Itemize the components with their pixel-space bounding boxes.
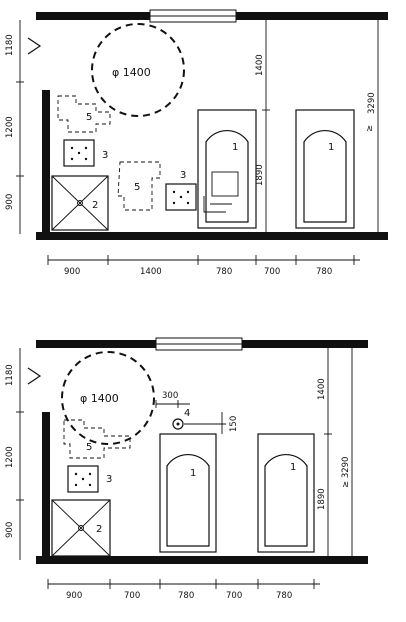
svg-text:≥ 3290: ≥ 3290 [341,457,351,488]
plan-bottom: φ 1400 1 1 4 300 150 [5,337,368,601]
top-clearance-b: 5 [117,161,161,211]
bottom-wall-bottom [36,556,368,564]
svg-text:900: 900 [5,522,15,538]
svg-text:1400: 1400 [255,54,265,76]
svg-text:900: 900 [66,591,82,601]
bottom-shower: 2 [51,499,111,557]
svg-text:1: 1 [232,142,238,153]
top-washbasin-a: 3 [63,139,108,167]
bottom-door-icon [27,367,42,385]
svg-text:1: 1 [290,462,296,473]
svg-text:780: 780 [276,591,292,601]
svg-text:3: 3 [102,150,108,161]
svg-text:1400: 1400 [317,378,327,400]
svg-text:4: 4 [184,408,190,419]
top-door-icon [27,37,42,55]
svg-text:2: 2 [92,200,98,211]
bottom-clearance: 5 [63,419,131,459]
bottom-grab-fixture: 4 300 150 [155,391,239,434]
svg-text:1: 1 [190,468,196,479]
bottom-wall-left [42,412,50,562]
svg-text:780: 780 [216,267,232,277]
svg-text:300: 300 [162,391,178,401]
top-clearance-a: 5 [57,95,111,133]
svg-text:3: 3 [180,170,186,181]
top-bathtub-middle: 1 [197,109,257,229]
svg-text:780: 780 [316,267,332,277]
svg-text:1200: 1200 [5,446,15,468]
bottom-turning-circle [61,351,155,445]
bottom-circle-label: φ 1400 [80,392,119,405]
svg-text:≥: ≥ [365,125,375,132]
svg-text:780: 780 [178,591,194,601]
top-washbasin-b: 3 [165,170,197,211]
svg-text:700: 700 [226,591,242,601]
svg-text:5: 5 [86,112,92,123]
bottom-washbasin: 3 [67,465,112,493]
svg-text:1890: 1890 [317,488,327,510]
bottom-bathtub-middle: 1 [159,433,217,553]
bottom-bathtub-right: 1 [257,433,315,553]
plan-top: φ 1400 1 1 2 [5,9,388,277]
svg-text:3290: 3290 [367,92,377,114]
top-circle-label: φ 1400 [112,66,151,79]
svg-text:1180: 1180 [5,34,15,56]
svg-text:900: 900 [64,267,80,277]
svg-text:1400: 1400 [140,267,162,277]
svg-text:150: 150 [229,416,239,432]
svg-text:2: 2 [96,524,102,535]
svg-text:1180: 1180 [5,364,15,386]
top-wall-bottom [36,232,388,240]
svg-text:1: 1 [328,142,334,153]
svg-text:700: 700 [264,267,280,277]
top-shower: 2 [51,175,109,231]
top-bathtub-right: 1 [295,109,355,229]
svg-text:5: 5 [86,442,92,453]
svg-text:1200: 1200 [5,116,15,138]
svg-text:5: 5 [134,182,140,193]
top-wall-left [42,90,50,240]
svg-text:1890: 1890 [255,164,265,186]
top-turning-circle [91,23,185,117]
svg-text:700: 700 [124,591,140,601]
svg-text:3: 3 [106,474,112,485]
svg-text:900: 900 [5,194,15,210]
